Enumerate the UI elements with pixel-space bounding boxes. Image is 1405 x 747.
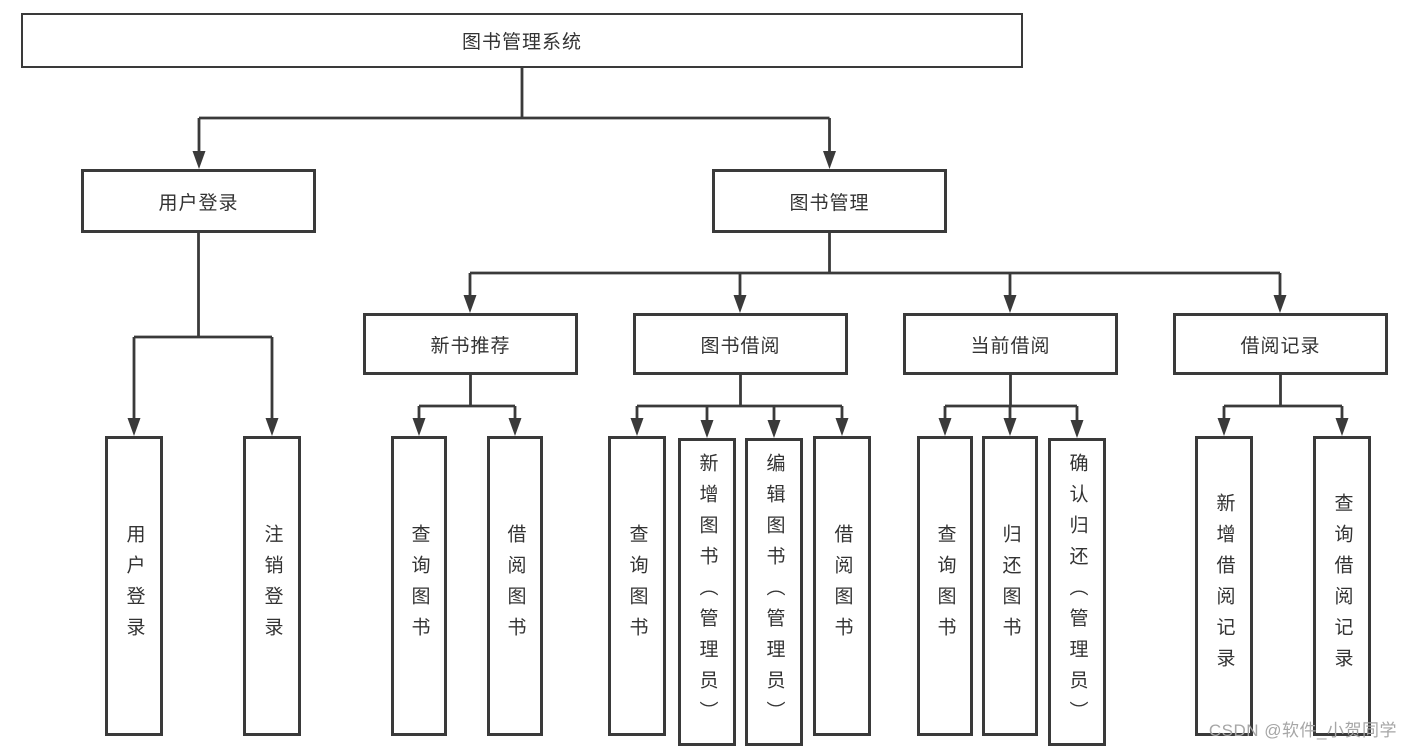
- node-label: 新增图书（管理员）: [696, 452, 718, 732]
- node-label: 新书推荐: [430, 335, 511, 357]
- node-new-book-recommend: 新书推荐: [363, 313, 578, 375]
- leaf-add-borrow-record: 新增借阅记录: [1195, 436, 1253, 736]
- node-label: 查询图书: [408, 524, 430, 648]
- node-label: 查询图书: [934, 524, 956, 648]
- node-label: 新增借阅记录: [1213, 493, 1235, 679]
- node-label: 查询借阅记录: [1331, 493, 1353, 679]
- node-label: 归还图书: [999, 524, 1021, 648]
- leaf-query-borrow-record: 查询借阅记录: [1313, 436, 1371, 736]
- leaf-confirm-return-admin: 确认归还（管理员）: [1048, 438, 1106, 746]
- node-user-login: 用户登录: [81, 169, 316, 233]
- node-label: 借阅记录: [1240, 335, 1321, 357]
- leaf-recommend-query-books: 查询图书: [391, 436, 447, 736]
- leaf-add-books-admin: 新增图书（管理员）: [678, 438, 736, 746]
- node-label: 编辑图书（管理员）: [763, 452, 785, 732]
- leaf-user-login: 用户登录: [105, 436, 163, 736]
- node-label: 用户登录: [123, 524, 145, 648]
- node-current-borrow: 当前借阅: [903, 313, 1118, 375]
- node-label: 图书借阅: [700, 335, 781, 357]
- node-label: 查询图书: [626, 524, 648, 648]
- leaf-borrow-query-books: 查询图书: [608, 436, 666, 736]
- node-library-management-system: 图书管理系统: [21, 13, 1023, 68]
- node-book-borrow: 图书借阅: [633, 313, 848, 375]
- leaf-current-query-books: 查询图书: [917, 436, 973, 736]
- node-label: 图书管理系统: [461, 32, 582, 53]
- leaf-borrow-lend-books: 借阅图书: [813, 436, 871, 736]
- node-book-management: 图书管理: [712, 169, 947, 233]
- node-label: 当前借阅: [970, 335, 1051, 357]
- csdn-watermark: CSDN @软件_小贺同学: [1208, 721, 1397, 740]
- node-label: 图书管理: [789, 192, 870, 214]
- node-borrow-records: 借阅记录: [1173, 313, 1388, 375]
- node-label: 用户登录: [158, 192, 239, 214]
- node-label: 借阅图书: [504, 524, 526, 648]
- leaf-return-books: 归还图书: [982, 436, 1038, 736]
- node-label: 确认归还（管理员）: [1066, 452, 1088, 732]
- leaf-edit-books-admin: 编辑图书（管理员）: [745, 438, 803, 746]
- leaf-logout: 注销登录: [243, 436, 301, 736]
- leaf-recommend-borrow-books: 借阅图书: [487, 436, 543, 736]
- node-label: 注销登录: [261, 524, 283, 648]
- node-label: 借阅图书: [831, 524, 853, 648]
